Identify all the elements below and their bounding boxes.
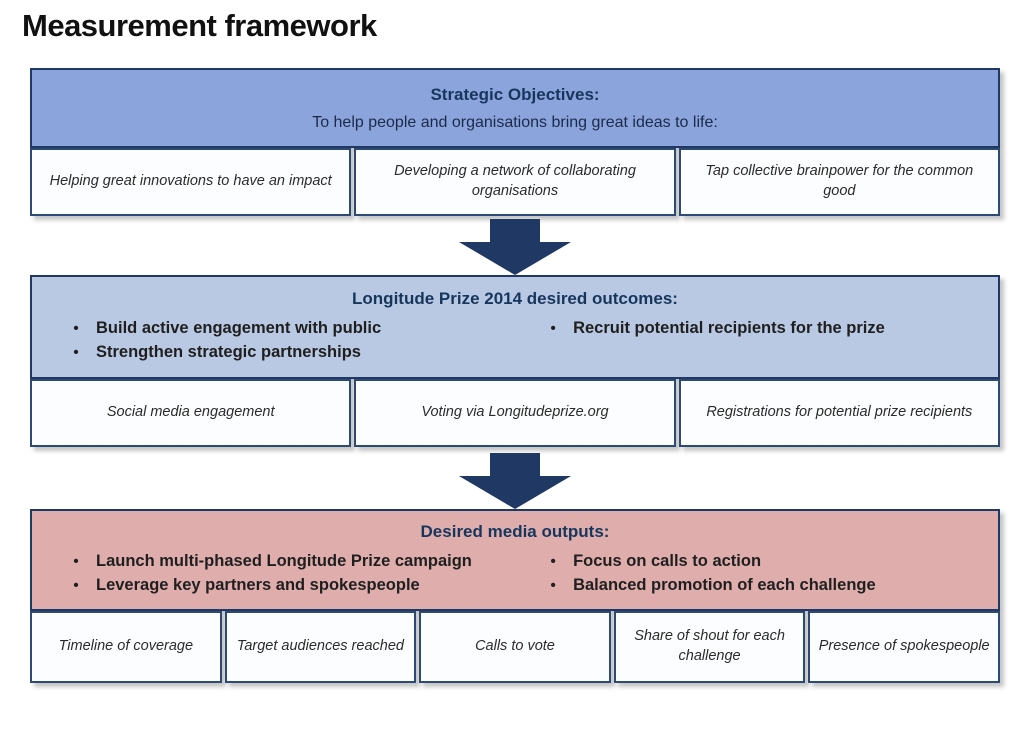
arrow-strategic-to-outcomes [30, 216, 1000, 275]
metric-box-collective-brainpower: Tap collective brainpower for the common… [678, 148, 1000, 216]
metric-box-spokespeople-presence: Presence of spokespeople [808, 611, 1000, 683]
metric-label: Timeline of coverage [58, 638, 194, 655]
metric-label: Target audiences reached [236, 638, 404, 655]
metric-box-social-media: Social media engagement [30, 379, 352, 447]
desired-outcomes-bullets: Build active engagement with public Stre… [42, 317, 988, 365]
arrow-outcomes-to-media [30, 447, 1000, 509]
metric-box-voting: Voting via Longitudeprize.org [354, 379, 676, 447]
bullet-text: Recruit potential recipients for the pri… [573, 319, 885, 338]
strategic-metrics-row: Helping great innovations to have an imp… [30, 148, 1000, 216]
page-title: Measurement framework [22, 8, 377, 43]
down-arrow-icon [459, 453, 571, 509]
metric-label: Share of shout for each challenge [634, 628, 785, 664]
metric-label: Social media engagement [106, 404, 275, 421]
bullet-item: Focus on calls to action [533, 550, 988, 574]
metric-label: Calls to vote [475, 638, 555, 655]
metric-box-collaborating-network: Developing a network of collaborating or… [354, 148, 676, 216]
bullet-item: Launch multi-phased Longitude Prize camp… [56, 550, 529, 574]
bullet-text: Build active engagement with public [96, 319, 382, 338]
media-outputs-header: Desired media outputs: Launch multi-phas… [30, 509, 1000, 611]
bullet-item: Balanced promotion of each challenge [533, 574, 988, 598]
down-arrow-icon [459, 219, 571, 275]
metric-box-target-audiences: Target audiences reached [224, 611, 417, 683]
bullet-column-left: Build active engagement with public Stre… [42, 317, 529, 365]
metric-label: Presence of spokespeople [818, 638, 990, 655]
strategic-objectives-header: Strategic Objectives: To help people and… [30, 68, 1000, 148]
metric-box-registrations: Registrations for potential prize recipi… [678, 379, 1000, 447]
bullet-text: Focus on calls to action [573, 552, 762, 571]
outcomes-metrics-row: Social media engagement Voting via Longi… [30, 379, 1000, 447]
strategic-objectives-title: Strategic Objectives: [430, 84, 600, 104]
bullet-item: Strengthen strategic partnerships [56, 341, 529, 365]
desired-outcomes-header: Longitude Prize 2014 desired outcomes: B… [30, 275, 1000, 379]
metric-label: Developing a network of collaborating or… [394, 163, 636, 199]
metric-box-innovations-impact: Helping great innovations to have an imp… [30, 148, 352, 216]
section-strategic-objectives: Strategic Objectives: To help people and… [30, 68, 1000, 216]
metric-box-share-of-shout: Share of shout for each challenge [613, 611, 806, 683]
metric-label: Voting via Longitudeprize.org [421, 404, 609, 421]
section-media-outputs: Desired media outputs: Launch multi-phas… [30, 509, 1000, 683]
bullet-text: Strengthen strategic partnerships [96, 343, 361, 361]
bullet-column-right: Recruit potential recipients for the pri… [529, 317, 988, 365]
bullet-text: Leverage key partners and spokespeople [96, 576, 420, 594]
section-desired-outcomes: Longitude Prize 2014 desired outcomes: B… [30, 275, 1000, 447]
bullet-item: Build active engagement with public [56, 317, 529, 341]
metric-label: Helping great innovations to have an imp… [49, 173, 332, 190]
bullet-item: Recruit potential recipients for the pri… [533, 317, 988, 341]
bullet-item: Leverage key partners and spokespeople [56, 574, 529, 598]
media-metrics-row: Timeline of coverage Target audiences re… [30, 611, 1000, 683]
metric-box-calls-to-vote: Calls to vote [419, 611, 611, 683]
metric-label: Tap collective brainpower for the common… [705, 163, 974, 199]
bullet-column-left: Launch multi-phased Longitude Prize camp… [42, 550, 529, 598]
bullet-column-right: Focus on calls to action Balanced promot… [529, 550, 988, 598]
strategic-objectives-subtitle: To help people and organisations bring g… [312, 113, 718, 131]
bullet-text: Balanced promotion of each challenge [573, 576, 876, 594]
media-outputs-title: Desired media outputs: [420, 522, 610, 542]
bullet-text: Launch multi-phased Longitude Prize camp… [96, 552, 472, 571]
desired-outcomes-title: Longitude Prize 2014 desired outcomes: [352, 289, 678, 309]
metric-label: Registrations for potential prize recipi… [706, 404, 973, 421]
media-outputs-bullets: Launch multi-phased Longitude Prize camp… [42, 550, 988, 598]
metric-box-timeline-coverage: Timeline of coverage [30, 611, 222, 683]
